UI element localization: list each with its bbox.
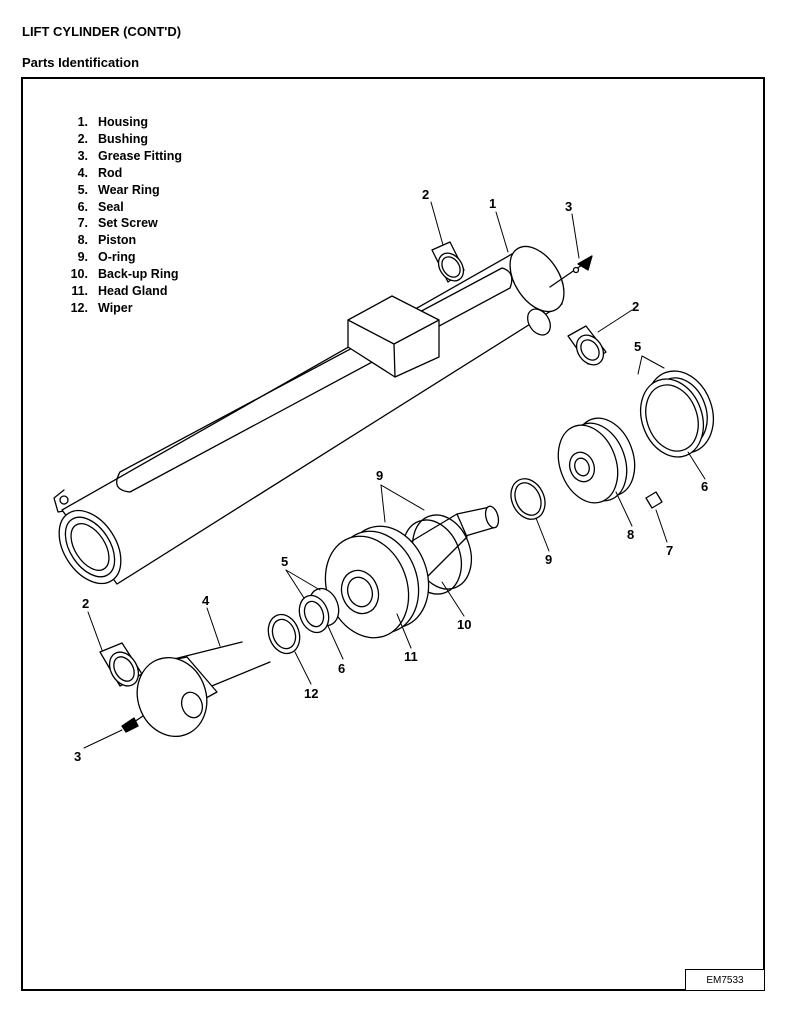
callout-2: 2	[422, 187, 429, 202]
legend-number: 6.	[77, 199, 88, 214]
wiper	[267, 613, 301, 655]
housing	[53, 245, 565, 585]
housing-block	[347, 295, 440, 378]
parts-legend: 1. Housing 2. Bushing 3. Grease Fitting 4. R…	[63, 114, 182, 317]
legend-item: 4. Rod	[63, 165, 182, 182]
legend-label: Piston	[98, 233, 137, 248]
legend-number: 5.	[77, 182, 88, 197]
head-gland	[324, 505, 500, 639]
callout-9: 9	[545, 552, 552, 567]
callout-10: 10	[457, 617, 471, 632]
legend-number: 4.	[77, 165, 88, 180]
set-screw	[645, 491, 663, 509]
leader-lines	[83, 201, 706, 749]
o-ring-loose	[510, 478, 546, 520]
callout-7: 7	[666, 543, 673, 558]
legend-number: 7.	[77, 216, 88, 231]
rod-eye-hole	[180, 691, 204, 719]
housing-pin-hole	[527, 308, 551, 336]
legend-number: 8.	[77, 233, 88, 248]
housing-bore	[58, 509, 122, 585]
legend-item: 6. Seal	[63, 199, 182, 216]
legend-item: 8. Piston	[63, 232, 182, 249]
legend-label: O-ring	[98, 250, 136, 265]
housing-bore-thread	[64, 516, 116, 578]
callout-3: 3	[565, 199, 572, 214]
legend-item: 5. Wear Ring	[63, 182, 182, 199]
legend-label: Rod	[98, 165, 123, 180]
legend-item: 1. Housing	[63, 114, 182, 131]
legend-number: 12.	[70, 300, 88, 315]
rod-eye	[136, 657, 208, 737]
callout-2: 2	[632, 299, 639, 314]
legend-label: Head Gland	[98, 284, 168, 299]
legend-label: Bushing	[98, 131, 148, 146]
legend-label: Set Screw	[98, 216, 158, 231]
page-title: LIFT CYLINDER (CONT'D)	[22, 24, 182, 39]
callout-4: 4	[202, 593, 210, 608]
legend-label: Back-up Ring	[98, 267, 179, 282]
callout-2: 2	[82, 596, 89, 611]
callout-3: 3	[74, 749, 81, 764]
legend-number: 1.	[77, 115, 88, 129]
housing-front-end	[509, 245, 565, 313]
housing-lug-hole	[59, 495, 69, 505]
legend-item: 9. O-ring	[63, 249, 182, 266]
legend-label: Seal	[98, 199, 124, 214]
callout-6: 6	[338, 661, 345, 676]
bushing-rod-end	[99, 642, 143, 687]
callout-11: 11	[404, 649, 418, 664]
legend-number: 2.	[77, 131, 88, 146]
callout-6: 6	[701, 479, 708, 494]
callout-5: 5	[634, 339, 641, 354]
legend-item: 11. Head Gland	[63, 283, 182, 300]
callout-8: 8	[627, 527, 634, 542]
housing-bore-inner	[70, 523, 110, 571]
legend-item: 10. Back-up Ring	[63, 266, 182, 283]
diagram-frame: 1. Housing 2. Bushing 3. Grease Fitting 4. R…	[21, 77, 765, 991]
exploded-view-drawing: 2 1 3 2 5 6 8 7 9 9 10 11 5 6 12 4 2 3	[53, 187, 714, 764]
callout-labels: 2 1 3 2 5 6 8 7 9 9 10 11 5 6 12 4 2 3	[74, 187, 708, 764]
grease-fitting-top	[549, 255, 593, 288]
housing-block-edges	[347, 319, 440, 378]
legend-label: Housing	[98, 115, 148, 129]
rear-seal-group	[298, 587, 340, 634]
legend-item: 2. Bushing	[63, 131, 182, 148]
callout-5: 5	[281, 554, 288, 569]
legend-label: Grease Fitting	[98, 148, 183, 163]
front-seal-group	[640, 370, 714, 458]
legend-number: 11.	[71, 284, 88, 299]
legend-number: 9.	[77, 250, 88, 265]
legend-label: Wear Ring	[98, 182, 160, 197]
legend-item: 12. Wiper	[63, 300, 182, 317]
section-subtitle: Parts Identification	[22, 55, 140, 70]
legend-number: 10.	[70, 267, 88, 282]
legend-item: 7. Set Screw	[63, 215, 182, 232]
figure-code-box: EM7533	[685, 969, 765, 991]
bushing-front	[567, 325, 607, 366]
bushing-top	[431, 241, 465, 283]
callout-1: 1	[489, 196, 496, 211]
legend-label: Wiper	[98, 300, 133, 315]
legend-number: 3.	[77, 148, 88, 163]
legend-item: 3. Grease Fitting	[63, 148, 182, 165]
figure-code: EM7533	[706, 974, 744, 986]
housing-body	[61, 253, 563, 585]
callout-12: 12	[304, 686, 318, 701]
housing-slot	[116, 267, 513, 493]
rod	[136, 641, 271, 737]
piston	[557, 417, 636, 504]
callout-9: 9	[376, 468, 383, 483]
